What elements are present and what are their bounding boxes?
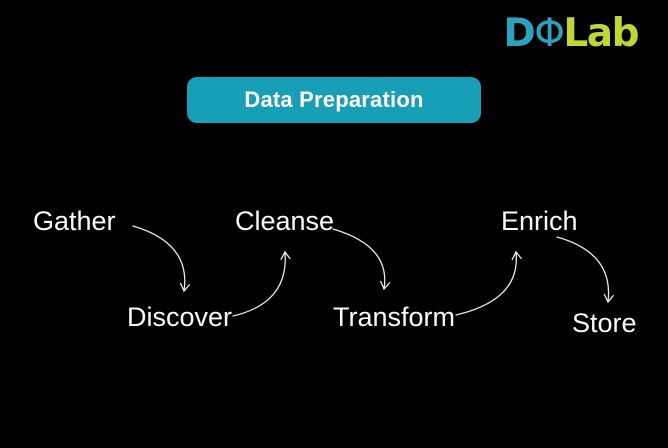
step-transform: Transform	[333, 302, 456, 332]
step-store: Store	[572, 308, 637, 338]
arrow-enrich-to-store	[556, 236, 614, 304]
arrow-gather-to-discover	[132, 225, 191, 293]
step-enrich: Enrich	[501, 206, 578, 236]
logo-letter-d: D	[503, 11, 535, 56]
arrow-transform-to-enrich	[455, 250, 522, 316]
dqlab-logo: DΦLab	[503, 11, 639, 56]
arrow-cleanse-to-transform	[332, 228, 391, 291]
step-cleanse: Cleanse	[235, 206, 335, 236]
logo-text-lab: Lab	[563, 11, 639, 56]
step-gather: Gather	[33, 206, 116, 236]
arrow-discover-to-cleanse	[232, 250, 291, 317]
title-banner: Data Preparation	[187, 77, 481, 123]
logo-phi-q-glyph: Φ	[534, 11, 565, 56]
step-discover: Discover	[127, 302, 233, 332]
title-banner-label: Data Preparation	[244, 87, 424, 112]
